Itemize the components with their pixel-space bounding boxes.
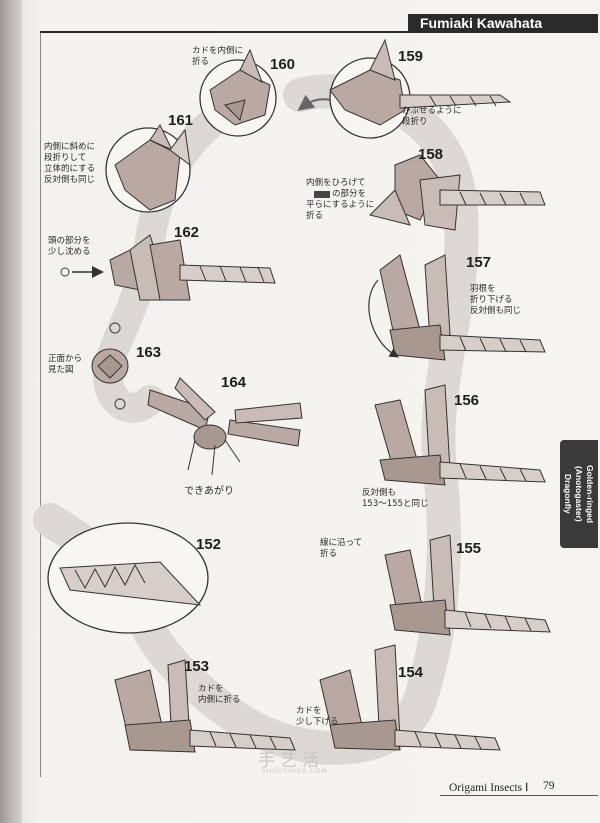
note-160: カドを内側に 折る (192, 46, 244, 67)
note-157: 羽根を 折り下げる 反対側も同じ (470, 284, 522, 316)
figure-155 (384, 534, 551, 636)
fold-arrow-157 (368, 279, 400, 358)
figure-160 (209, 48, 271, 126)
chapter-side-tab-title: Golden-ringed (Anotogaster) Dragonfly (563, 464, 595, 524)
author-name: Fumiaki Kawahata (420, 15, 543, 31)
figure-161 (114, 123, 191, 211)
step-number-154: 154 (398, 664, 424, 681)
watermark-url: SHOUYIHUO.COM (262, 768, 328, 775)
note-155: 線に沿って 折る (320, 538, 363, 559)
flow-path-upper (93, 85, 265, 423)
figure-152 (59, 561, 202, 606)
step-number-158: 158 (418, 146, 444, 163)
watermark-text: 手艺活 (258, 751, 324, 771)
page-number: 79 (543, 780, 555, 792)
note-156: 反対側も 153～155と同じ (362, 488, 429, 509)
figure-159 (329, 38, 512, 126)
footer-rule (440, 795, 598, 796)
figure-157 (379, 254, 546, 361)
step-number-163: 163 (136, 344, 162, 361)
note-164: できあがり (184, 486, 234, 497)
step-number-155: 155 (456, 540, 482, 557)
step-number-156: 156 (454, 392, 480, 409)
arrow-159-160 (297, 94, 331, 111)
page-frame-line (40, 33, 41, 777)
step-number-159: 159 (398, 48, 424, 65)
eye-icon (60, 267, 70, 277)
step-number-161: 161 (168, 112, 194, 129)
step-number-164: 164 (221, 374, 247, 391)
figure-164 (147, 377, 303, 476)
figure-163 (91, 348, 129, 384)
note-158: 内側をひろげて の部分を 平らにするように 折る (306, 178, 375, 221)
note-161: 内側に斜めに 段折りして 立体的にする 反対側も同じ (44, 142, 96, 185)
note-162: 頭の部分を 少し沈める (48, 236, 91, 257)
rotate-arrows (109, 322, 126, 410)
note-153: カドを 内側に折る (198, 684, 241, 705)
note-154: カドを 少し下げる (296, 706, 339, 727)
figure-154 (319, 644, 501, 751)
step-number-160: 160 (270, 56, 296, 73)
step-number-153: 153 (184, 658, 210, 675)
header-bar (408, 14, 598, 32)
chapter-side-tab (560, 440, 598, 548)
shaded-region-marker (314, 191, 330, 198)
step-number-157: 157 (466, 254, 492, 271)
note-159: かぶせるように 段折り (402, 106, 462, 127)
header-rule (40, 31, 598, 33)
figure-156 (374, 384, 546, 486)
spine-shadow (0, 0, 22, 823)
book-title: Origami Insects Ⅰ (449, 782, 529, 794)
step-number-152: 152 (196, 536, 222, 553)
note-163: 正面から 見た図 (48, 354, 83, 375)
figure-162 (109, 234, 276, 301)
figure-158 (369, 154, 546, 231)
step-number-162: 162 (174, 224, 200, 241)
figure-153 (114, 659, 296, 753)
